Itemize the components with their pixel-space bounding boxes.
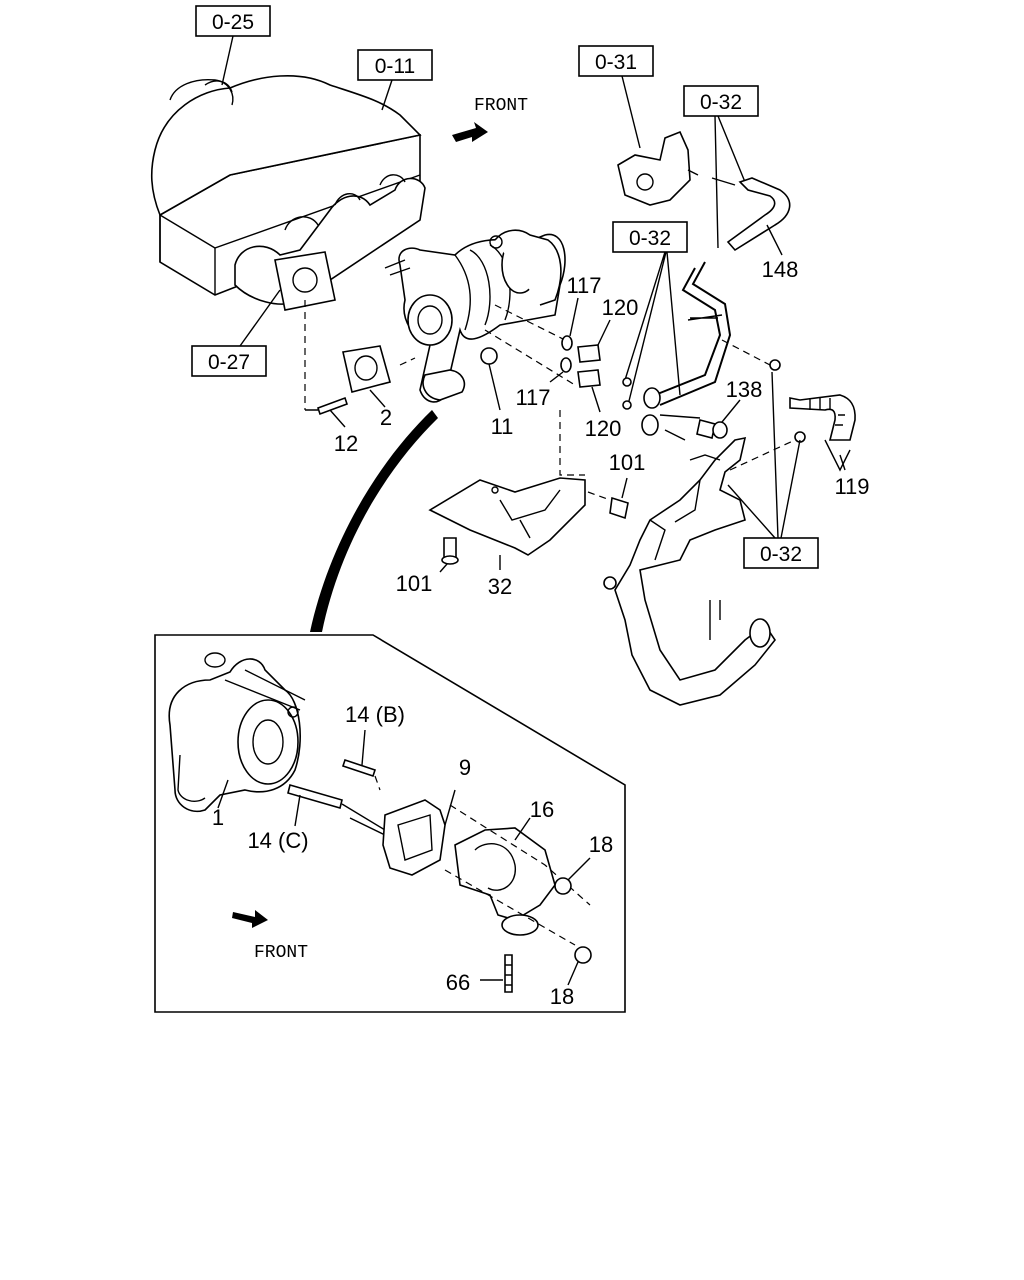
part-label-11: 11 <box>491 414 514 439</box>
stud-part-14c <box>287 784 386 836</box>
ref-0-31-label: 0-31 <box>595 51 637 74</box>
washer-part-117-upper <box>561 297 579 351</box>
part-label-101-right: 101 <box>609 450 646 475</box>
part-label-120-lower: 120 <box>585 416 622 441</box>
part-label-18-lower: 18 <box>550 984 574 1009</box>
bolt-part-120-lower <box>577 369 601 413</box>
part-label-1: 1 <box>212 805 224 830</box>
bolt-part-138 <box>696 399 741 439</box>
ref-box-0-27: 0-27 <box>191 289 281 377</box>
heat-shield-part-32 <box>428 410 586 570</box>
stud-part-14b <box>341 729 381 791</box>
part-label-101-left: 101 <box>396 571 433 596</box>
oil-feed-pipe-drawing <box>622 261 732 441</box>
part-label-66: 66 <box>446 970 470 995</box>
ref-0-32-top-label: 0-32 <box>700 91 742 114</box>
nut-part-18-lower <box>567 946 592 986</box>
ref-box-0-32-middle: 0-32 <box>612 221 688 406</box>
part-label-2: 2 <box>380 405 392 430</box>
ref-box-0-25: 0-25 <box>195 5 271 86</box>
part-label-18-upper: 18 <box>589 832 613 857</box>
ref-box-0-31: 0-31 <box>578 45 654 149</box>
part-label-14b: 14 (B) <box>345 702 405 727</box>
hose-part-148 <box>726 177 791 256</box>
gasket-part-9 <box>382 789 456 876</box>
front-arrow-top: FRONT <box>452 96 528 142</box>
washer-part-117-lower <box>549 357 572 383</box>
ref-0-32-bottom-label: 0-32 <box>760 543 802 566</box>
stud-part-12 <box>305 396 349 428</box>
part-label-138: 138 <box>726 377 763 402</box>
ref-0-11-label: 0-11 <box>375 55 415 78</box>
front-label-inset: FRONT <box>254 943 308 963</box>
part-label-32: 32 <box>488 574 512 599</box>
part-label-9: 9 <box>459 755 471 780</box>
ref-box-0-32-bottom: 0-32 <box>727 371 819 569</box>
part-label-119: 119 <box>834 474 869 499</box>
ref-0-32-middle-label: 0-32 <box>629 227 671 250</box>
bolt-part-101-right <box>587 477 629 520</box>
part-label-14c: 14 (C) <box>247 828 308 853</box>
stud-part-66 <box>480 954 513 993</box>
bolt-part-101-left <box>439 537 459 573</box>
part-label-148: 148 <box>762 257 799 282</box>
part-label-120-upper: 120 <box>602 295 639 320</box>
turbocharger-detail-drawing <box>168 652 306 812</box>
turbocharger-assembly <box>384 229 576 403</box>
engine-block-drawing <box>150 75 426 410</box>
hose-part-119 <box>789 394 856 472</box>
nut-part-11 <box>480 347 501 411</box>
bolt-part-120-upper <box>577 319 611 363</box>
ref-box-0-32-top: 0-32 <box>683 85 759 249</box>
ref-0-25-label: 0-25 <box>212 11 254 34</box>
front-label-top: FRONT <box>474 96 528 116</box>
nut-part-18-upper <box>554 857 591 895</box>
inset-leader-arrow <box>310 410 438 632</box>
front-arrow-inset: FRONT <box>232 910 308 963</box>
ref-0-27-label: 0-27 <box>208 351 250 374</box>
water-pipe-drawing <box>603 436 776 706</box>
part-label-16: 16 <box>530 797 554 822</box>
part-label-12: 12 <box>334 431 358 456</box>
ref-box-0-11: 0-11 <box>357 49 433 111</box>
gasket-part-2 <box>342 345 416 408</box>
part-label-117-upper: 117 <box>566 273 601 298</box>
part-label-117-lower: 117 <box>515 385 550 410</box>
adapter-part-16 <box>444 804 591 946</box>
